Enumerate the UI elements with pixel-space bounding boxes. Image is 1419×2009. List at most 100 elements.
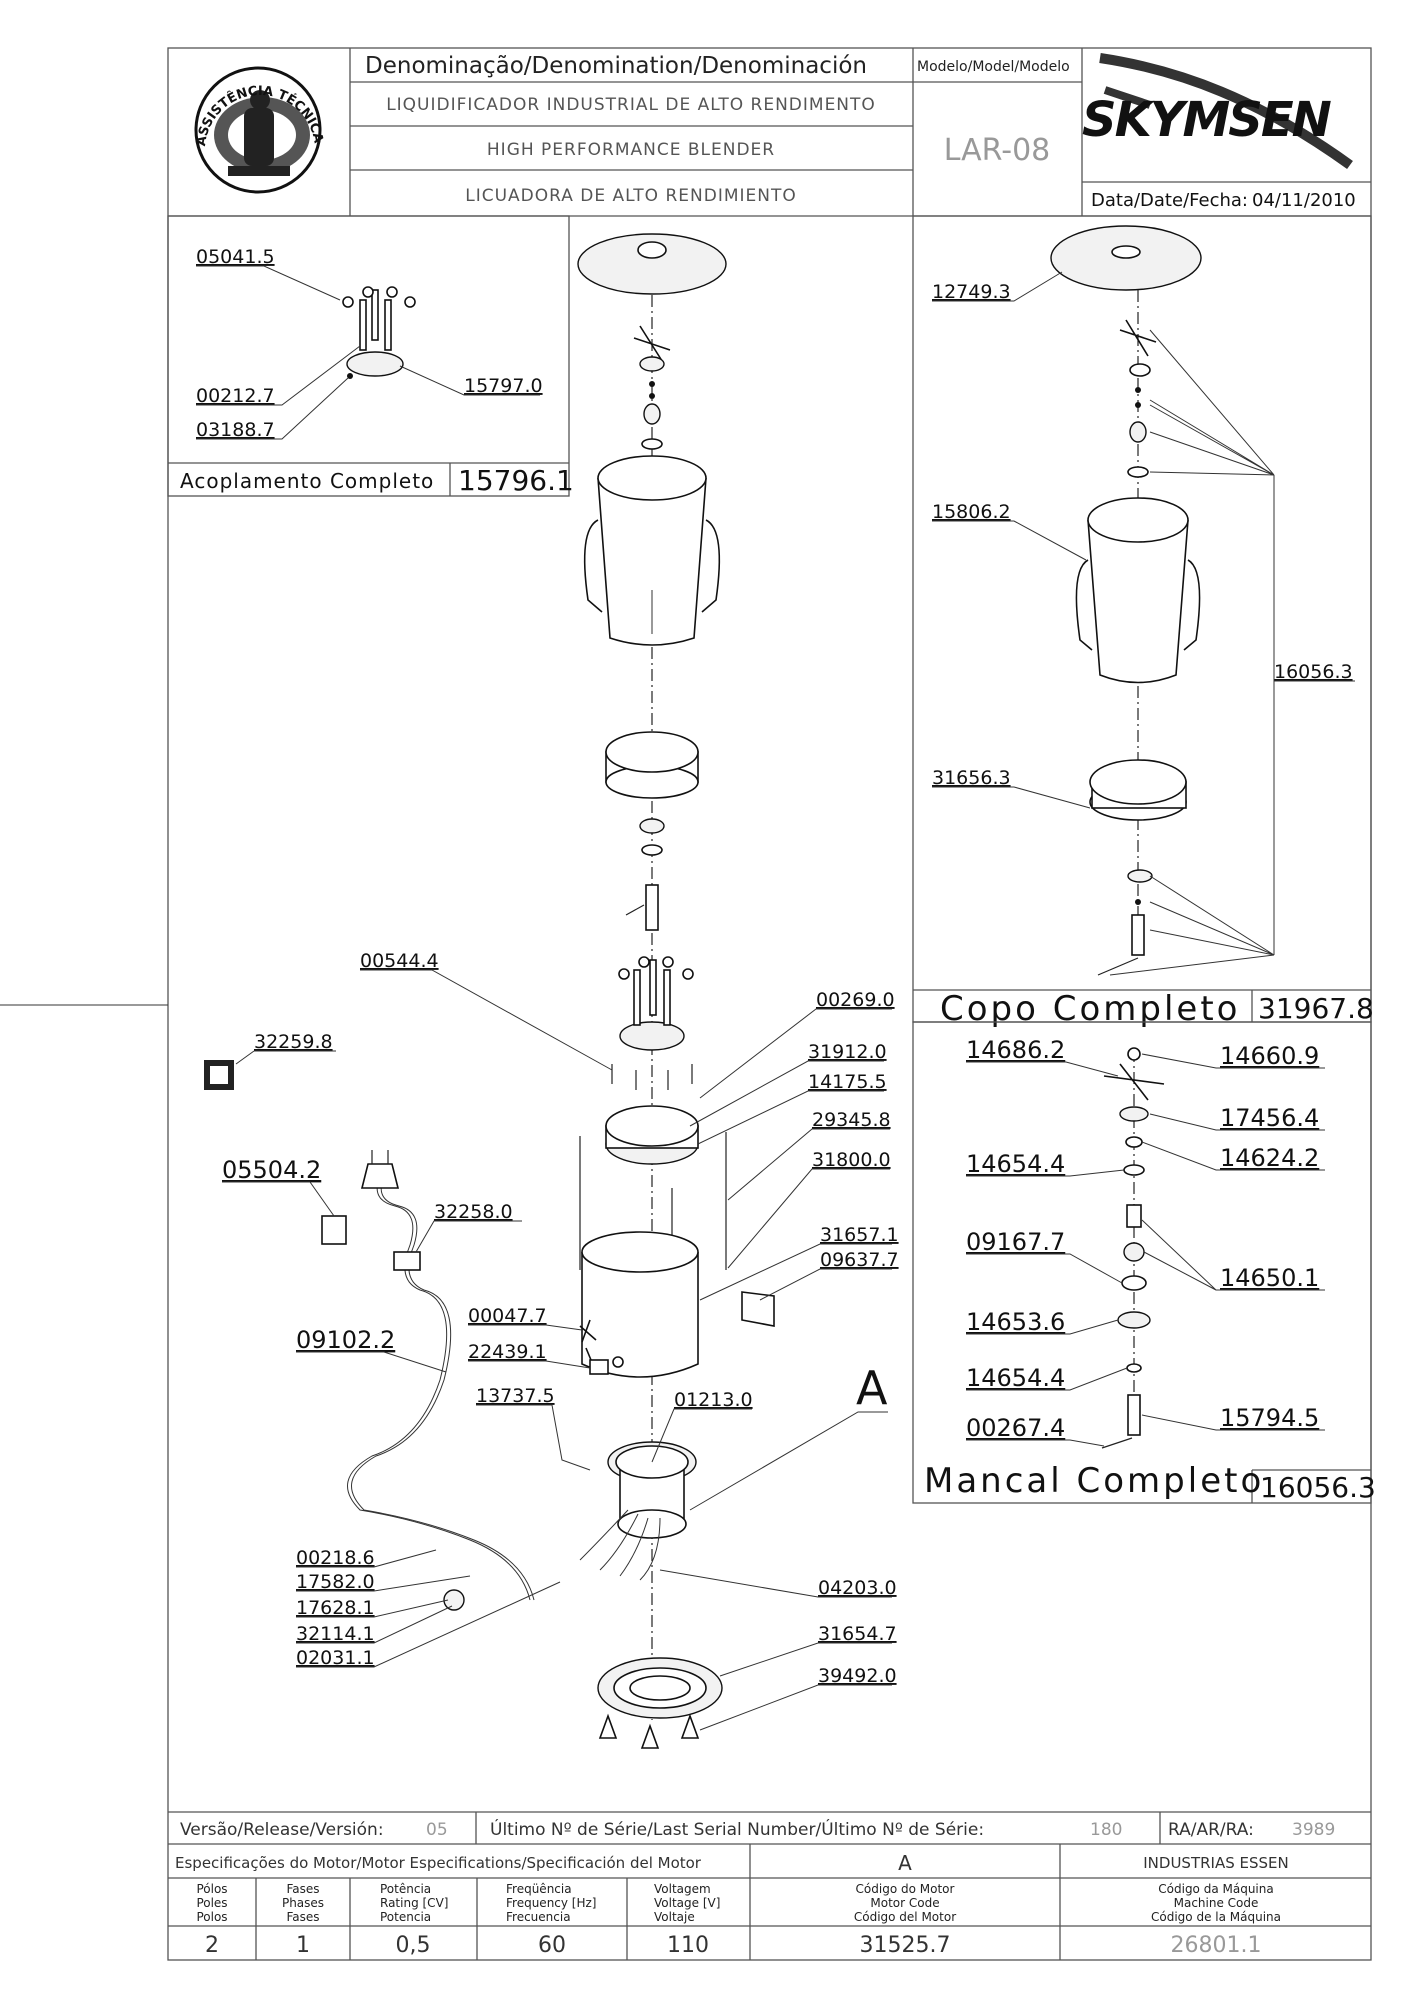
name-en: HIGH PERFORMANCE BLENDER — [487, 140, 775, 160]
label-31800-0: 31800.0 — [812, 1149, 891, 1171]
label-13737-5: 13737.5 — [476, 1385, 555, 1407]
svg-text:Voltaje: Voltaje — [654, 1910, 695, 1924]
svg-text:Potência: Potência — [380, 1882, 431, 1896]
label-32114-1: 32114.1 — [296, 1623, 375, 1645]
svg-text:Motor Code: Motor Code — [870, 1896, 939, 1910]
svg-text:Pólos: Pólos — [196, 1882, 227, 1896]
version-label: Versão/Release/Versión: — [180, 1820, 384, 1840]
name-pt: LIQUIDIFICADOR INDUSTRIAL DE ALTO RENDIM… — [386, 95, 876, 115]
mancal-drawing — [1101, 1047, 1165, 1449]
main-exploded-view — [204, 233, 775, 1749]
label-22439-1: 22439.1 — [468, 1341, 547, 1363]
svg-text:Polos: Polos — [196, 1910, 227, 1924]
ra-value: 3989 — [1292, 1820, 1335, 1840]
label-15797-0: 15797.0 — [464, 375, 543, 397]
label-09637-7: 09637.7 — [820, 1249, 899, 1271]
label-05041-5: 05041.5 — [196, 246, 275, 268]
label-17456-4: 17456.4 — [1220, 1104, 1319, 1132]
spec-frequency-value: 60 — [538, 1933, 566, 1958]
svg-text:Fases: Fases — [286, 1910, 319, 1924]
label-32259-8: 32259.8 — [254, 1031, 333, 1053]
serial-value: 180 — [1090, 1820, 1122, 1840]
label-17628-1: 17628.1 — [296, 1597, 375, 1619]
svg-text:Phases: Phases — [282, 1896, 324, 1910]
svg-text:Voltagem: Voltagem — [654, 1882, 711, 1896]
copo-code: 31967.8 — [1258, 992, 1374, 1025]
label-14650-1: 14650.1 — [1220, 1264, 1319, 1292]
label-00267-4: 00267.4 — [966, 1414, 1065, 1442]
label-29345-8: 29345.8 — [812, 1109, 891, 1131]
spec-rating-value: 0,5 — [396, 1933, 431, 1958]
motor-ref: A — [898, 1851, 912, 1875]
label-14624-2: 14624.2 — [1220, 1144, 1319, 1172]
acoplamento-section: Acoplamento Completo 15796.1 05041.5 002… — [167, 215, 574, 497]
svg-text:Machine Code: Machine Code — [1174, 1896, 1259, 1910]
label-05504-2: 05504.2 — [222, 1156, 321, 1184]
svg-text:Frequency [Hz]: Frequency [Hz] — [506, 1896, 597, 1910]
svg-text:Código de la Máquina: Código de la Máquina — [1151, 1910, 1281, 1924]
mancal-code: 16056.3 — [1260, 1471, 1376, 1504]
label-17582-0: 17582.0 — [296, 1571, 375, 1593]
main-callouts: 00544.4 32259.8 05504.2 32258.0 09102.2 … — [222, 950, 899, 1731]
label-03188-7: 03188.7 — [196, 419, 275, 441]
svg-text:Freqüência: Freqüência — [506, 1882, 572, 1896]
spec-motor-code-value: 31525.7 — [860, 1933, 951, 1958]
brand-logo: SKYMSEN — [1082, 53, 1353, 170]
label-09102-2: 09102.2 — [296, 1326, 395, 1354]
label-01213-0: 01213.0 — [674, 1389, 753, 1411]
label-15806-2: 15806.2 — [932, 501, 1011, 523]
date-label: Data/Date/Fecha: — [1091, 190, 1248, 211]
serial-label: Último Nº de Série/Last Serial Number/Úl… — [490, 1818, 984, 1840]
date-value: 04/11/2010 — [1252, 190, 1356, 211]
spec-col-rating: Potência Rating [CV] Potencia 0,5 — [380, 1882, 448, 1958]
coupling-drawing — [342, 286, 416, 379]
svg-text:Código do Motor: Código do Motor — [856, 1882, 955, 1896]
spec-col-machine-code: Código da Máquina Machine Code Código de… — [1151, 1882, 1281, 1958]
label-00212-7: 00212.7 — [196, 385, 275, 407]
label-12749-3: 12749.3 — [932, 281, 1011, 303]
label-14653-6: 14653.6 — [966, 1308, 1065, 1336]
denomination-title: Denominação/Denomination/Denominación — [365, 53, 867, 79]
spec-col-motor-code: Código do Motor Motor Code Código del Mo… — [854, 1882, 956, 1958]
label-31654-7: 31654.7 — [818, 1623, 897, 1645]
label-16056-3: 16056.3 — [1274, 661, 1353, 683]
label-04203-0: 04203.0 — [818, 1577, 897, 1599]
spec-phases-value: 1 — [296, 1933, 310, 1958]
copo-title: Copo Completo — [940, 989, 1240, 1029]
acoplamento-code: 15796.1 — [458, 464, 574, 497]
label-00269-0: 00269.0 — [816, 989, 895, 1011]
svg-text:Poles: Poles — [196, 1896, 227, 1910]
motor-spec-label: Especificações do Motor/Motor Especifica… — [175, 1854, 702, 1872]
label-02031-1: 02031.1 — [296, 1647, 375, 1669]
detail-marker-a: A — [856, 1361, 888, 1415]
manufacturer: INDUSTRIAS ESSEN — [1143, 1854, 1288, 1872]
mancal-section: Mancal Completo 16056.3 14686.2 14660.9 … — [912, 1021, 1376, 1504]
label-00047-7: 00047.7 — [468, 1305, 547, 1327]
spec-col-phases: Fases Phases Fases 1 — [282, 1882, 324, 1958]
model-title: Modelo/Model/Modelo — [917, 59, 1070, 75]
spec-machine-code-value: 26801.1 — [1171, 1933, 1262, 1958]
label-14654-4-a: 14654.4 — [966, 1150, 1065, 1178]
svg-text:Fases: Fases — [286, 1882, 319, 1896]
title-block: Denominação/Denomination/Denominación Mo… — [0, 0, 1371, 217]
label-00544-4: 00544.4 — [360, 950, 439, 972]
label-15794-5: 15794.5 — [1220, 1404, 1319, 1432]
label-32258-0: 32258.0 — [434, 1201, 513, 1223]
mancal-title: Mancal Completo — [924, 1461, 1264, 1501]
spec-col-voltage: Voltagem Voltage [V] Voltaje 110 — [654, 1882, 720, 1958]
svg-text:Potencia: Potencia — [380, 1910, 431, 1924]
label-31657-1: 31657.1 — [820, 1224, 899, 1246]
copo-drawing — [1050, 225, 1202, 976]
label-31656-3: 31656.3 — [932, 767, 1011, 789]
spec-col-frequency: Freqüência Frequency [Hz] Frecuencia 60 — [506, 1882, 597, 1958]
spec-poles-value: 2 — [205, 1933, 219, 1958]
svg-text:Código del Motor: Código del Motor — [854, 1910, 956, 1924]
copo-section: Copo Completo 31967.8 12749.3 15 — [912, 215, 1374, 1029]
svg-text:Rating [CV]: Rating [CV] — [380, 1896, 448, 1910]
label-14175-5: 14175.5 — [808, 1071, 887, 1093]
brand-name: SKYMSEN — [1082, 92, 1332, 148]
footer-block: Versão/Release/Versión: 05 Último Nº de … — [168, 1811, 1371, 1960]
ra-label: RA/AR/RA: — [1168, 1820, 1254, 1840]
svg-text:Código da Máquina: Código da Máquina — [1158, 1882, 1273, 1896]
label-14660-9: 14660.9 — [1220, 1042, 1319, 1070]
